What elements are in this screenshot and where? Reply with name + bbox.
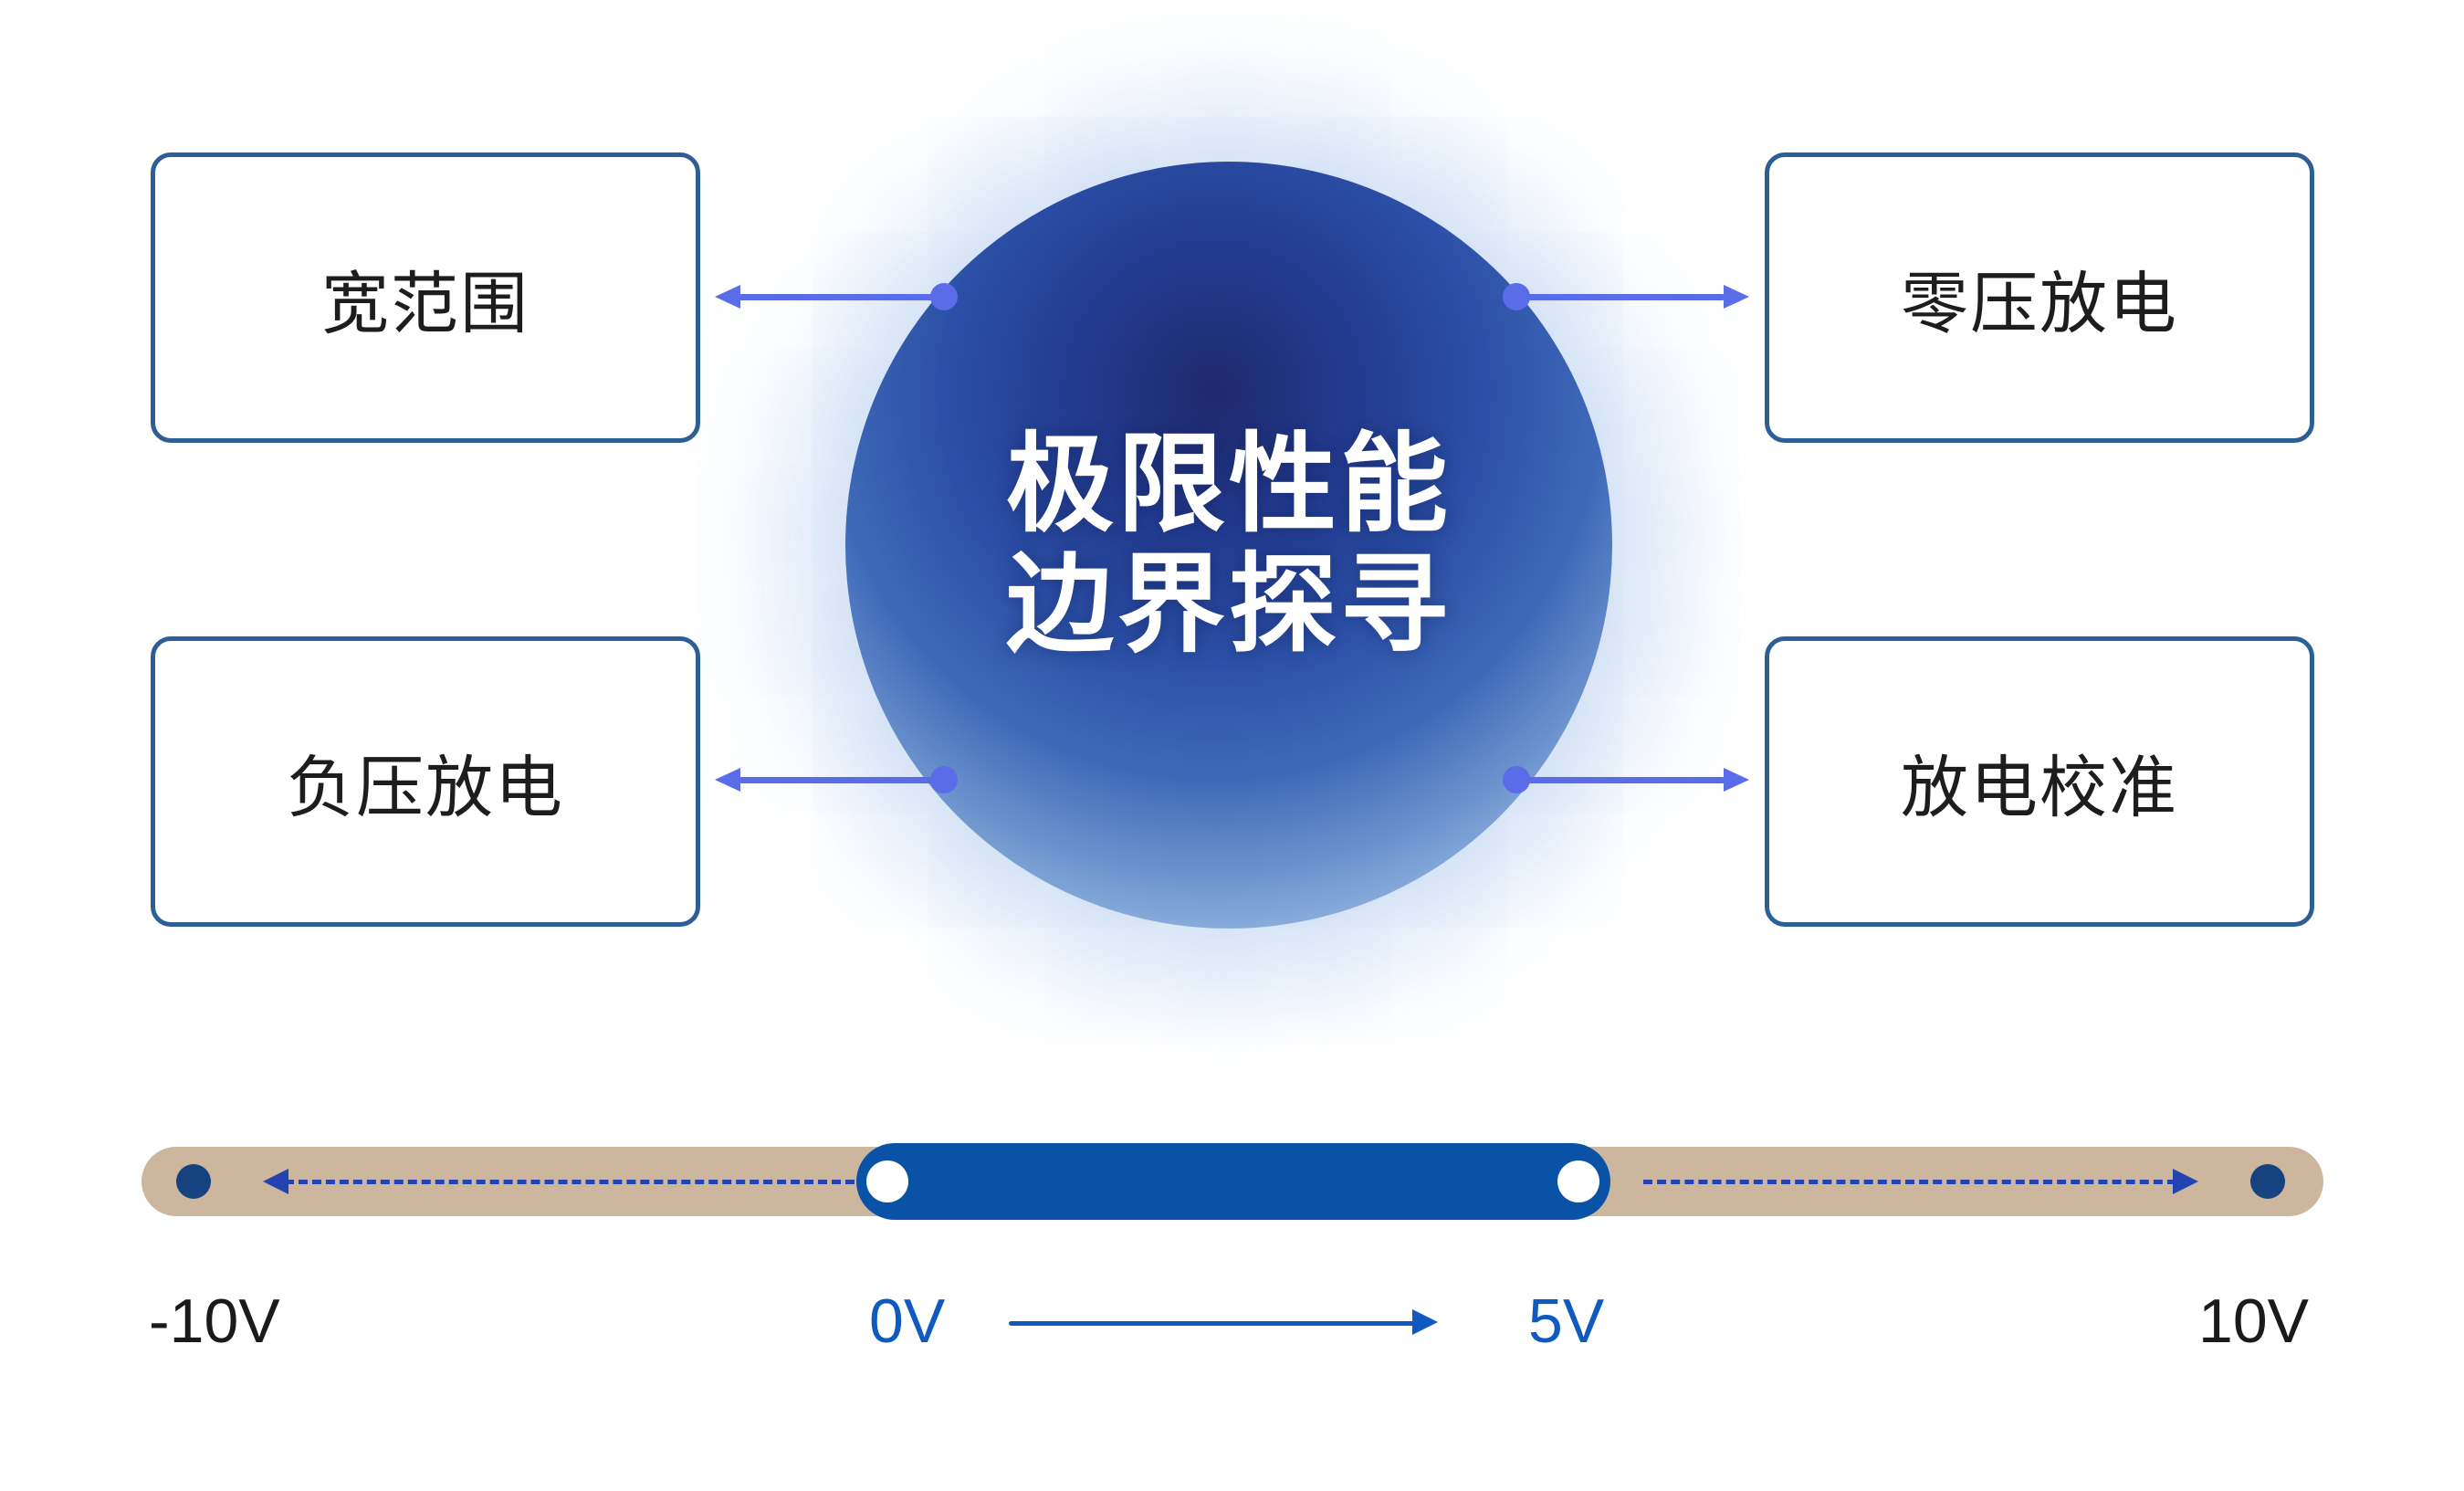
connector-bottom-right <box>1503 765 1749 794</box>
feature-box-zero-voltage-discharge: 零压放电 <box>1765 152 2314 443</box>
center-sphere: 极限性能 边界探寻 <box>845 162 1612 929</box>
connector-dot <box>930 283 958 310</box>
sphere-title-line1: 极限性能 <box>1005 424 1452 545</box>
feature-label: 放电校准 <box>1901 749 2178 825</box>
feature-box-discharge-calibration: 放电校准 <box>1765 636 2314 927</box>
scale-label-min: -10V <box>149 1286 280 1356</box>
arrow-right-icon <box>1412 1309 1438 1335</box>
arrow-line <box>1009 1321 1414 1326</box>
scale-label-mid: 5V <box>1528 1286 1605 1356</box>
sphere-title-line2: 边界探寻 <box>1005 545 1452 666</box>
feature-label: 宽范围 <box>321 265 529 341</box>
connector-line <box>739 777 943 783</box>
feature-box-negative-voltage-discharge: 负压放电 <box>151 636 700 927</box>
active-voltage-range <box>856 1143 1610 1220</box>
track-end-dot-min <box>176 1164 211 1199</box>
arrow-right-icon <box>1724 285 1749 309</box>
range-handle-left[interactable] <box>866 1160 908 1202</box>
track-end-dot-max <box>2250 1164 2285 1199</box>
connector-line <box>1517 294 1725 300</box>
connector-bottom-left <box>715 765 958 794</box>
dashed-arrow-toward-min <box>263 1166 855 1197</box>
scale-label-zero: 0V <box>869 1286 946 1356</box>
connector-top-left <box>715 282 958 311</box>
dashed-line <box>1643 1180 2176 1184</box>
connector-dot <box>930 766 958 793</box>
connector-line <box>739 294 943 300</box>
scale-label-max: 10V <box>2198 1286 2309 1356</box>
range-handle-right[interactable] <box>1557 1160 1599 1202</box>
feature-label: 负压放电 <box>287 749 564 825</box>
connector-top-right <box>1503 282 1749 311</box>
feature-box-wide-range: 宽范围 <box>151 152 700 443</box>
arrow-left-icon <box>263 1169 288 1194</box>
arrow-right-icon <box>2173 1169 2198 1194</box>
arrow-right-icon <box>1724 768 1749 792</box>
range-direction-arrow <box>1009 1307 1438 1339</box>
dashed-arrow-toward-max <box>1643 1166 2198 1197</box>
dashed-line <box>285 1180 855 1184</box>
arrow-left-icon <box>715 768 740 792</box>
arrow-left-icon <box>715 285 740 309</box>
feature-label: 零压放电 <box>1901 265 2178 341</box>
connector-line <box>1517 777 1725 783</box>
